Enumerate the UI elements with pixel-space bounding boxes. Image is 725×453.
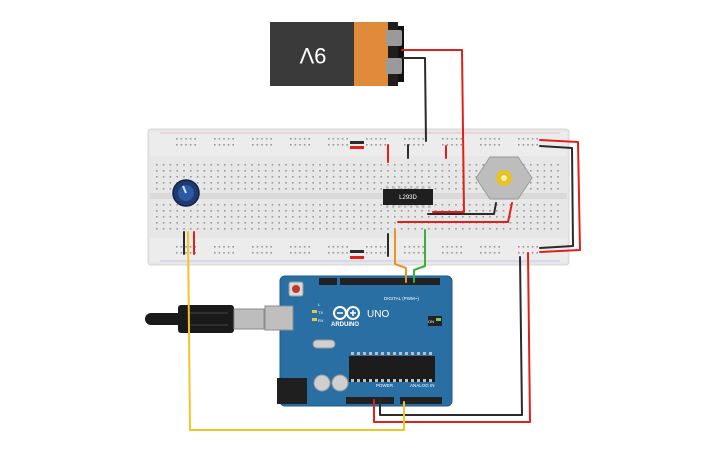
capacitor (331, 374, 349, 392)
wire-battery-positive (401, 49, 465, 213)
rail-marker (350, 250, 364, 253)
arduino-brand-text: ARDUINO (331, 322, 359, 328)
reset-button-cap (292, 285, 300, 293)
aref-header-pins (319, 278, 337, 285)
potentiometer (172, 179, 200, 207)
wire-right-red-loop (539, 139, 581, 253)
battery-terminal-negative (386, 58, 402, 74)
rail-marker (350, 146, 364, 149)
wire-signal-orange (394, 229, 407, 283)
rail-marker (350, 141, 364, 144)
on-led (436, 318, 441, 321)
power-header-pins (346, 397, 394, 404)
analog-header-pins (400, 397, 442, 404)
on-label: ON (428, 319, 434, 324)
icsp-header (428, 316, 442, 326)
rail-marker (350, 256, 364, 259)
wire-arduino-5v (373, 252, 531, 423)
tx-led (312, 310, 317, 313)
crystal (312, 339, 336, 349)
wires (183, 49, 581, 431)
wire-pot-signal (187, 231, 405, 431)
capacitor (313, 374, 331, 392)
l293d-pins (386, 186, 431, 208)
arduino-uno: ARDUINO UNO DIGITAL (PWM~) POWER ANALOG … (264, 275, 453, 407)
rx-label: RX (318, 318, 324, 323)
power-header-label: POWER (376, 383, 394, 388)
battery-label: 9V (299, 43, 326, 68)
l-label: L (318, 302, 321, 307)
wire-right-black-loop (539, 145, 574, 249)
rx-led (312, 318, 317, 321)
arduino-model-text: UNO (367, 309, 389, 320)
wire-motor-a (397, 202, 513, 223)
l293d-chip: L293D (383, 186, 433, 208)
atmega-pins (351, 352, 432, 382)
wire-signal-green (413, 229, 426, 283)
wire-battery-negative (401, 57, 427, 142)
wire-arduino-gnd (379, 256, 523, 416)
dc-jack (277, 378, 307, 404)
analog-header-label: ANALOG IN (410, 383, 435, 388)
atmega-chip (349, 356, 435, 382)
battery-terminal-positive (386, 30, 402, 46)
usb-cable (145, 305, 265, 333)
dc-motor (475, 156, 533, 200)
arduino-logo-icon (333, 306, 360, 320)
l293d-label: L293D (399, 195, 417, 201)
wire-motor-b (427, 202, 497, 215)
usb-port (264, 305, 294, 331)
digital-header-pins (340, 278, 440, 285)
tx-label: TX (318, 310, 323, 315)
digital-header-label: DIGITAL (PWM~) (384, 296, 419, 301)
battery-9v: 9V (270, 22, 404, 86)
